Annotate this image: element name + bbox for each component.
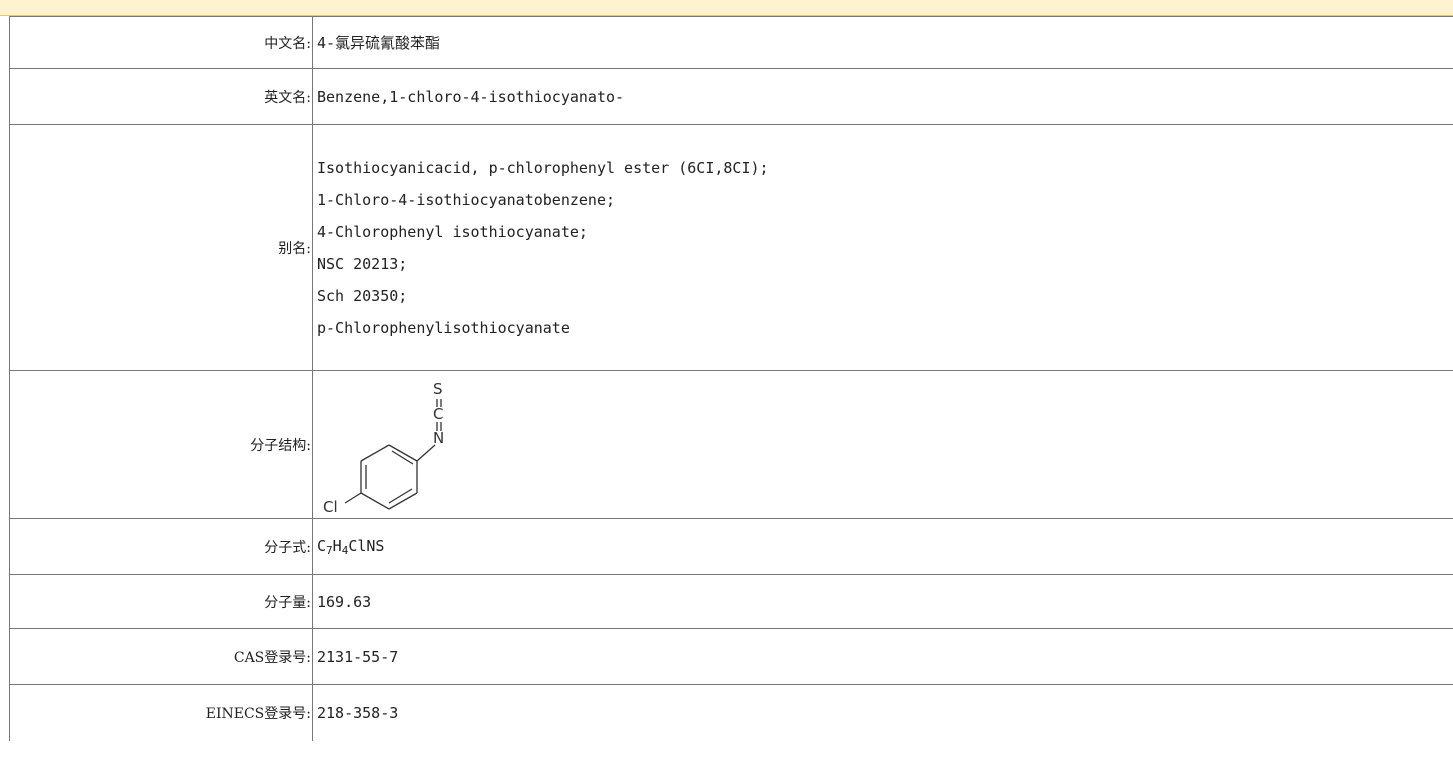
row-aliases: 别名: Isothiocyanicacid, p-chlorophenyl es… bbox=[9, 124, 1453, 371]
molecular-weight-value: 169.63 bbox=[312, 574, 1453, 629]
cas-label: CAS登录号: bbox=[9, 628, 313, 685]
atom-label-c: C bbox=[433, 405, 443, 423]
row-structure: 分子结构: bbox=[9, 370, 1453, 519]
alias-item: NSC 20213; bbox=[317, 254, 408, 273]
atom-label-n: N bbox=[433, 429, 444, 447]
top-band bbox=[0, 0, 1453, 16]
formula-c: C bbox=[317, 536, 327, 555]
ring-bond bbox=[360, 491, 390, 510]
structure-label: 分子结构: bbox=[9, 370, 313, 519]
molecular-weight-label: 分子量: bbox=[9, 574, 313, 629]
compound-info-table: 中文名: 4-氯异硫氰酸苯酯 英文名: Benzene,1-chloro-4-i… bbox=[9, 16, 1453, 741]
molecule-structure-image: S C N Cl bbox=[323, 380, 444, 515]
formula-label: 分子式: bbox=[9, 518, 313, 575]
einecs-value: 218-358-3 bbox=[312, 684, 1453, 741]
formula-h: H bbox=[332, 536, 342, 555]
ring-double-bond bbox=[388, 487, 413, 504]
formula-c-subscript: 7 bbox=[326, 543, 333, 557]
n-bond bbox=[416, 444, 436, 461]
row-english-name: 英文名: Benzene,1-chloro-4-isothiocyanato- bbox=[9, 68, 1453, 125]
ring-double-bond bbox=[391, 449, 414, 465]
row-formula: 分子式: C7H4ClNS bbox=[9, 518, 1453, 575]
formula-value: C7H4ClNS bbox=[312, 518, 1453, 575]
structure-wrap: S C N Cl bbox=[317, 372, 1453, 518]
row-molecular-weight: 分子量: 169.63 bbox=[9, 574, 1453, 629]
structure-value: S C N Cl bbox=[312, 370, 1453, 519]
atom-label-cl: Cl bbox=[323, 498, 338, 515]
row-einecs: EINECS登录号: 218-358-3 bbox=[9, 684, 1453, 741]
alias-item: 4-Chlorophenyl isothiocyanate; bbox=[317, 222, 588, 241]
aliases-value: Isothiocyanicacid, p-chlorophenyl ester … bbox=[312, 124, 1453, 371]
alias-item: Isothiocyanicacid, p-chlorophenyl ester … bbox=[317, 158, 769, 177]
formula-rest: ClNS bbox=[348, 536, 385, 555]
atom-label-s: S bbox=[433, 380, 443, 398]
row-chinese-name: 中文名: 4-氯异硫氰酸苯酯 bbox=[9, 16, 1453, 69]
ring-bond bbox=[388, 443, 418, 462]
cas-value: 2131-55-7 bbox=[312, 628, 1453, 685]
alias-item: Sch 20350; bbox=[317, 286, 408, 305]
ring-bond bbox=[388, 491, 418, 510]
formula-h-subscript: 4 bbox=[341, 543, 349, 557]
cl-bond bbox=[344, 491, 362, 504]
ring-bond bbox=[360, 443, 390, 462]
english-name-label: 英文名: bbox=[9, 68, 313, 125]
alias-list: Isothiocyanicacid, p-chlorophenyl ester … bbox=[317, 148, 1453, 348]
alias-item: p-Chlorophenylisothiocyanate bbox=[317, 318, 570, 337]
alias-item: 1-Chloro-4-isothiocyanatobenzene; bbox=[317, 190, 616, 209]
english-name-value: Benzene,1-chloro-4-isothiocyanato- bbox=[312, 68, 1453, 125]
chinese-name-label: 中文名: bbox=[9, 16, 313, 69]
row-cas: CAS登录号: 2131-55-7 bbox=[9, 628, 1453, 685]
einecs-label: EINECS登录号: bbox=[9, 684, 313, 741]
aliases-label: 别名: bbox=[9, 124, 313, 371]
chinese-name-value: 4-氯异硫氰酸苯酯 bbox=[312, 16, 1453, 69]
